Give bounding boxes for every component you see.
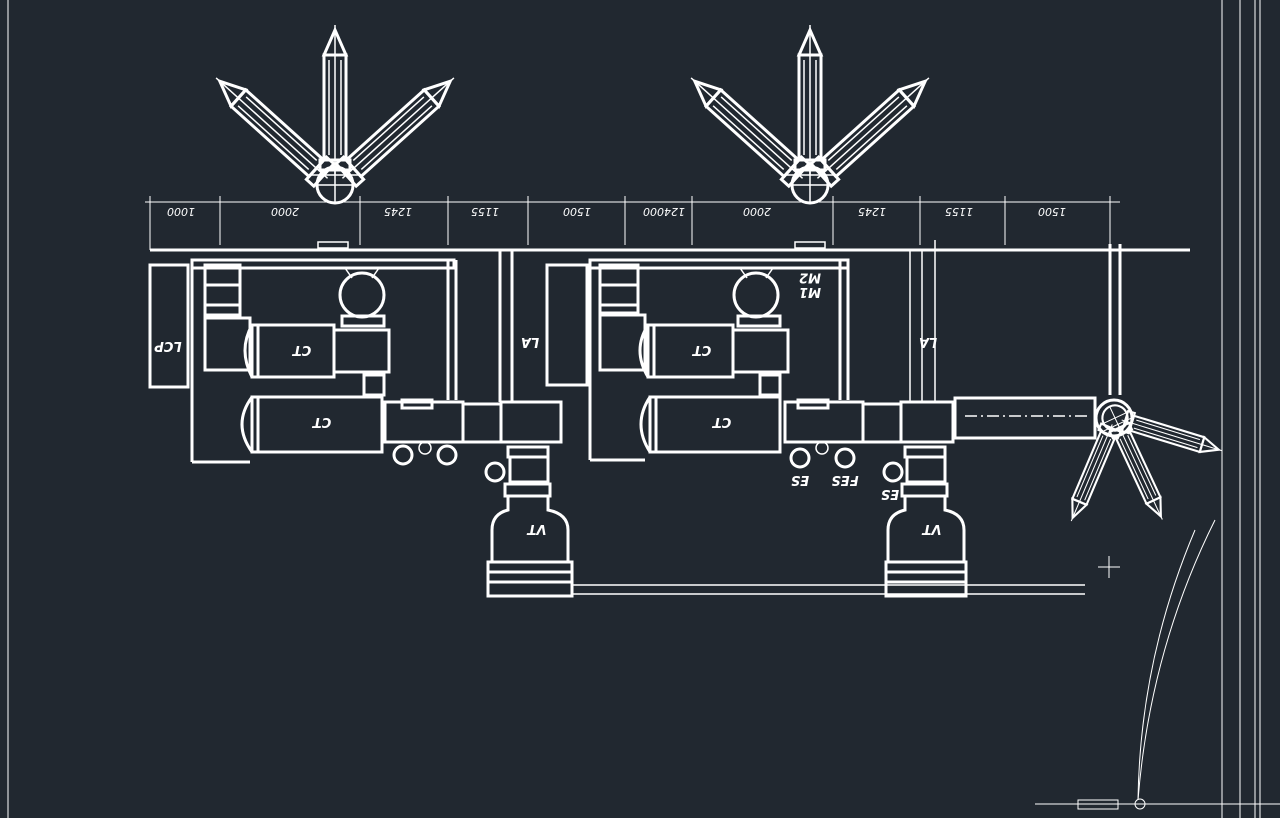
left-bay [148, 250, 1085, 598]
label-ct-upper-left: CT [292, 342, 312, 357]
dimension-label: 1000 [167, 205, 195, 218]
dimension-label: 2000 [743, 205, 771, 218]
right-bay [545, 240, 1216, 801]
label-ct-lower-right: CT [712, 414, 732, 429]
label-lcp: LCP [154, 338, 182, 353]
dimension-label: 124000 [643, 205, 685, 218]
dimension-label: 2000 [271, 205, 299, 218]
label-fes: FES [831, 472, 858, 487]
dimension-label: 1155 [945, 205, 973, 218]
dimension-label: 1500 [563, 205, 591, 218]
dimension-label: 1500 [1038, 205, 1066, 218]
label-m1m2: M1M2 [799, 270, 821, 299]
label-es-mid: ES [791, 472, 809, 487]
dimension-label: 1245 [858, 205, 886, 218]
dimension-row: 1000 2000 1245 1155 1500 124000 2000 124… [145, 196, 1120, 250]
label-vt-right: VT [921, 521, 941, 536]
main-busbar [150, 241, 1190, 395]
label-vt-left: VT [526, 521, 546, 536]
component-labels: LCP CT CT LA VT M1M2 CT CT LA VT ES FES … [154, 270, 942, 536]
dimension-label: 1155 [471, 205, 499, 218]
bushing-assembly-left [204, 23, 466, 205]
drawing-frame [7, 0, 1280, 818]
dimension-label: 1245 [384, 205, 412, 218]
label-la-left: LA [521, 334, 539, 349]
bushing-assembly-middle [679, 23, 941, 205]
label-la-right: LA [919, 334, 937, 349]
label-ct-lower-left: CT [312, 414, 332, 429]
label-es-right: ES [881, 486, 899, 501]
label-ct-upper-right: CT [692, 342, 712, 357]
